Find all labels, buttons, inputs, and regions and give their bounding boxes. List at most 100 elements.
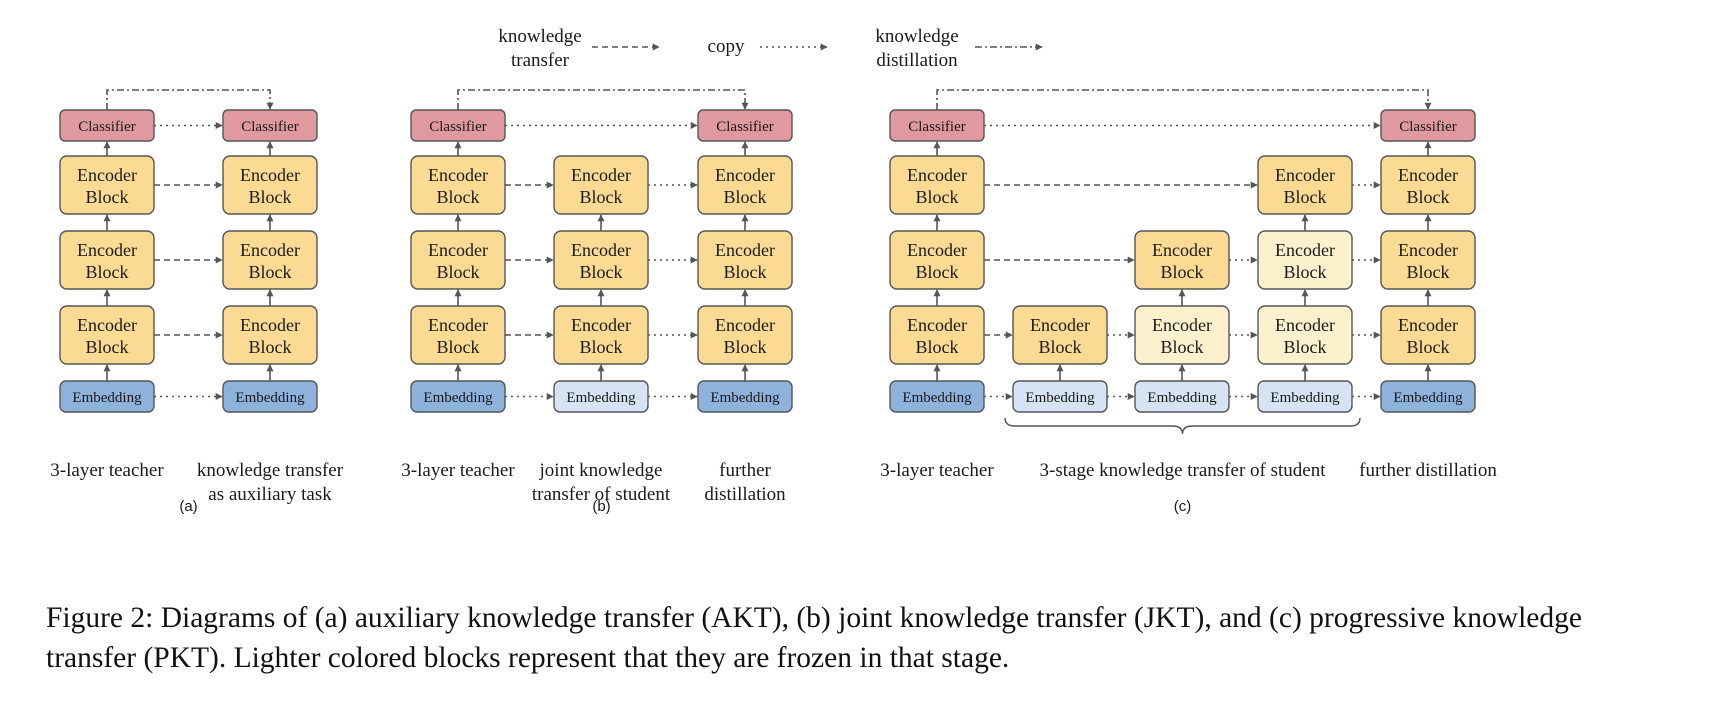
encoder-block [222,305,318,365]
embedding-block-frozen [553,380,649,413]
embedding-label: Embedding [902,390,972,406]
column-c-5: EmbeddingEncoderBlockEncoderBlockEncoder… [1380,109,1476,413]
encoder-label: Encoder [428,165,488,185]
encoder-label: Encoder [715,165,775,185]
panel-label: (b) [592,498,610,515]
column-caption: as auxiliary task [208,484,332,505]
embedding-block [697,380,793,413]
knowledge-distillation-arrow [106,89,274,110]
figure-caption: Figure 2: Diagrams of (a) auxiliary know… [46,602,1582,674]
panel-label: (a) [179,498,197,515]
embedding-block [59,380,155,413]
encoder-block [697,305,793,365]
encoder-block [553,230,649,290]
encoder-block [59,305,155,365]
encoder-label: Block [1161,262,1204,282]
encoder-label: Encoder [428,315,488,335]
embedding-block [410,380,506,413]
encoder-block [889,230,985,290]
encoder-label: Encoder [77,315,137,335]
column-b-2: EmbeddingEncoderBlockEncoderBlockEncoder… [553,155,649,413]
classifier-block [222,109,318,142]
encoder-block [553,305,649,365]
encoder-label: Block [916,187,959,207]
encoder-label: Encoder [1398,240,1458,260]
encoder-label: Block [249,337,292,357]
encoder-label: Block [580,187,623,207]
encoder-block [59,155,155,215]
encoder-block [1134,230,1230,290]
encoder-block [697,155,793,215]
encoder-label: Encoder [77,240,137,260]
legend-label: copy [708,36,745,57]
embedding-block-frozen [1134,380,1230,413]
encoder-label: Encoder [1152,315,1212,335]
column-c-1: EmbeddingEncoderBlockEncoderBlockEncoder… [889,109,985,413]
column-caption: further distillation [1359,460,1497,481]
column-c-4: EmbeddingEncoderBlockEncoderBlockEncoder… [1257,155,1353,413]
encoder-label: Block [249,262,292,282]
encoder-label: Block [86,337,129,357]
encoder-label: Block [580,262,623,282]
column-caption: 3-layer teacher [401,460,515,481]
encoder-label: Block [724,262,767,282]
encoder-label: Block [86,187,129,207]
encoder-block-frozen [1257,230,1353,290]
encoder-label: Block [1407,187,1450,207]
encoder-label: Encoder [715,240,775,260]
encoder-block [553,155,649,215]
blocks: EmbeddingEncoderBlockEncoderBlockEncoder… [59,109,1476,413]
encoder-block [59,230,155,290]
encoder-label: Encoder [240,165,300,185]
encoder-block-frozen [1134,305,1230,365]
encoder-label: Encoder [240,240,300,260]
classifier-block [410,109,506,142]
embedding-label: Embedding [235,390,305,406]
encoder-label: Block [437,262,480,282]
encoder-label: Block [1284,187,1327,207]
encoder-label: Block [1161,337,1204,357]
encoder-label: Block [1284,262,1327,282]
encoder-label: Encoder [1275,165,1335,185]
classifier-label: Classifier [241,119,299,135]
encoder-label: Encoder [1152,240,1212,260]
embedding-block-frozen [1257,380,1353,413]
encoder-label: Block [724,187,767,207]
encoder-block [1257,155,1353,215]
encoder-block [410,305,506,365]
encoder-block [410,155,506,215]
column-caption: 3-layer teacher [50,460,164,481]
classifier-block [889,109,985,142]
embedding-block-frozen [1012,380,1108,413]
encoder-label: Encoder [1275,315,1335,335]
column-caption: transfer of student [532,484,671,505]
encoder-label: Encoder [571,240,631,260]
encoder-label: Encoder [1398,315,1458,335]
legend-label: transfer [511,50,570,71]
knowledge-distillation-arrow [457,89,749,110]
embedding-label: Embedding [1270,390,1340,406]
encoder-block [889,305,985,365]
legend-label: knowledge [498,26,581,47]
column-caption: knowledge transfer [197,460,344,481]
encoder-block [1380,230,1476,290]
encoder-label: Encoder [1398,165,1458,185]
knowledge-distillation-arrow [936,89,1432,110]
encoder-label: Encoder [907,315,967,335]
encoder-label: Block [580,337,623,357]
legend-label: knowledge [875,26,958,47]
encoder-label: Encoder [1030,315,1090,335]
encoder-block [697,230,793,290]
stage-brace [1004,417,1361,435]
panel-label: (c) [1174,498,1192,515]
encoder-block-frozen [1257,305,1353,365]
group-caption: 3-stage knowledge transfer of student [1040,460,1327,481]
embedding-block [889,380,985,413]
encoder-label: Block [724,337,767,357]
column-b-3: EmbeddingEncoderBlockEncoderBlockEncoder… [697,109,793,413]
column-a-1: EmbeddingEncoderBlockEncoderBlockEncoder… [59,109,155,413]
encoder-label: Block [1284,337,1327,357]
embedding-label: Embedding [1393,390,1463,406]
encoder-label: Encoder [428,240,488,260]
encoder-block [222,230,318,290]
